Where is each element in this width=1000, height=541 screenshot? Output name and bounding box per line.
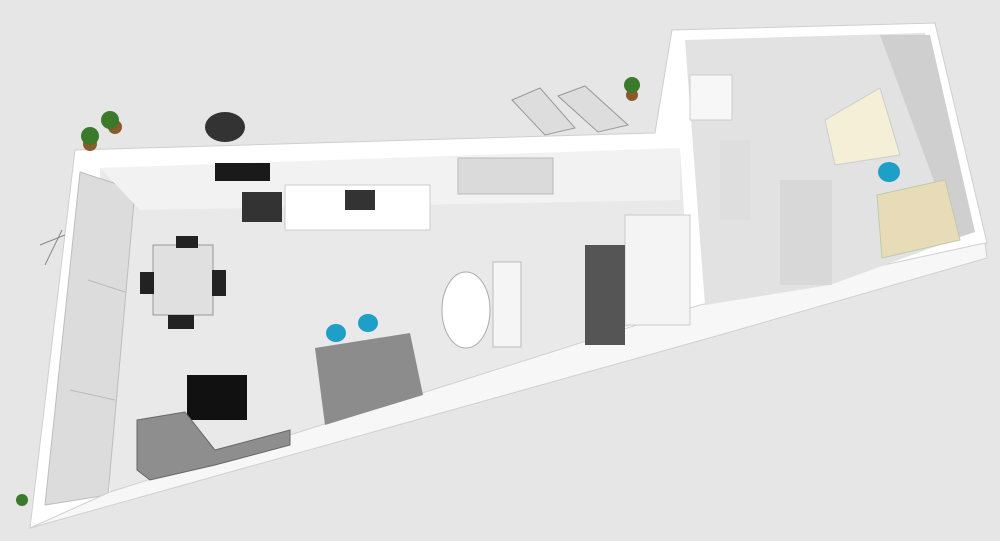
living-floor (100, 150, 690, 492)
room-divider (720, 140, 750, 220)
stool-icon (878, 162, 900, 182)
wardrobe (585, 245, 625, 345)
stove-icon (345, 190, 375, 210)
stool-icon (326, 324, 346, 342)
chair (168, 315, 194, 329)
bathroom-box (624, 214, 691, 326)
bathtub-icon (441, 271, 491, 349)
lounger-icon (557, 85, 630, 133)
outdoor-chair (205, 112, 245, 142)
tv (215, 163, 270, 181)
bottom-wall (29, 242, 988, 529)
dining-table-icon (152, 244, 214, 316)
plant-icon (16, 77, 640, 506)
stool-icon (358, 314, 378, 332)
bedroom-wall (880, 35, 975, 238)
dresser (876, 179, 961, 259)
bed-icon (824, 87, 901, 166)
room-divider (780, 180, 832, 285)
clothes-rack (39, 229, 66, 266)
chair (176, 236, 198, 248)
lounger-icon (511, 87, 576, 136)
chair (212, 270, 226, 296)
chair (140, 272, 154, 294)
sink-vanity (492, 261, 522, 348)
kitchen-island (315, 333, 423, 425)
tv-cabinet (187, 375, 247, 420)
kitchenette (689, 74, 733, 121)
kitchen-table (242, 192, 282, 222)
window-top (457, 157, 554, 195)
sofa-icon (136, 411, 291, 481)
